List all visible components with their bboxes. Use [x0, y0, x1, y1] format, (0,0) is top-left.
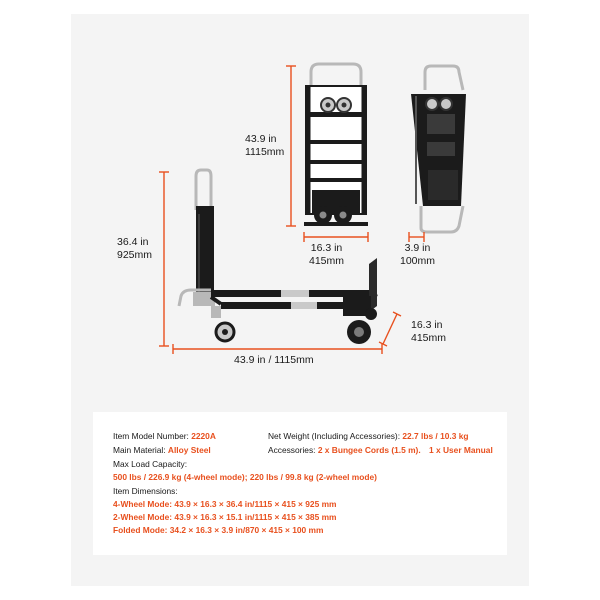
model-row: Item Model Number: 2220A — [113, 431, 216, 442]
folded-hand-truck-image — [411, 64, 466, 234]
cart-width-in: 16.3 in — [411, 319, 443, 331]
gray-panel: 43.9 in 1115mm 16.3 in 415mm 3.9 in 100m… — [71, 14, 529, 586]
folded-depth-in: 3.9 in — [404, 242, 431, 254]
folded-depth-mm: 100mm — [400, 255, 436, 267]
material-row: Main Material: Alloy Steel — [113, 445, 211, 456]
material-label: Main Material: — [113, 445, 166, 455]
folded-row: Folded Mode: 34.2 × 16.3 × 3.9 in/870 × … — [113, 525, 323, 536]
upright-width-dimension — [303, 232, 369, 242]
upright-height-label: 43.9 in 1115mm — [245, 133, 284, 159]
accessories-value: 2 x Bungee Cords (1.5 m). — [317, 445, 421, 455]
upright-height-mm: 1115mm — [245, 146, 285, 158]
capacity-value: 500 lbs / 226.9 kg (4-wheel mode); 220 l… — [113, 472, 377, 482]
folded-depth-dimension — [408, 232, 425, 242]
capacity-label: Max Load Capacity: — [113, 459, 188, 469]
weight-row: Net Weight (Including Accessories): 22.7… — [268, 431, 468, 442]
upright-hand-truck-image — [304, 62, 368, 226]
dimensions-label: Item Dimensions: — [113, 486, 178, 496]
accessories-value-manual: 1 x User Manual — [429, 445, 493, 455]
cart-width-label: 16.3 in 415mm — [411, 319, 446, 345]
cart-height-label: 36.4 in 925mm — [117, 236, 152, 262]
two-wheel-value: 43.9 × 16.3 × 15.1 in/1115 × 415 × 385 m… — [174, 512, 337, 522]
upright-width-label: 16.3 in 415mm — [309, 242, 344, 268]
cart-width-dimension — [378, 311, 402, 347]
cart-height-in: 36.4 in — [117, 236, 149, 248]
model-label: Item Model Number: — [113, 431, 189, 441]
folded-value: 34.2 × 16.3 × 3.9 in/870 × 415 × 100 mm — [169, 525, 324, 535]
upright-width-mm: 415mm — [309, 255, 345, 267]
four-wheel-label: 4-Wheel Mode: — [113, 499, 173, 509]
spec-info-box: Item Model Number: 2220A Net Weight (Inc… — [93, 412, 507, 555]
cart-width-mm: 415mm — [411, 332, 447, 344]
model-value: 2220A — [191, 431, 216, 441]
cart-length-dimension — [172, 344, 383, 354]
material-value: Alloy Steel — [167, 445, 211, 455]
accessories-label: Accessories: — [268, 445, 316, 455]
cart-length-label: 43.9 in / 1115mm — [234, 354, 314, 366]
weight-value: 22.7 lbs / 10.3 kg — [402, 431, 469, 441]
four-wheel-row: 4-Wheel Mode: 43.9 × 16.3 × 36.4 in/1115… — [113, 499, 336, 510]
upright-width-in: 16.3 in — [310, 242, 343, 254]
upright-height-in: 43.9 in — [245, 133, 277, 145]
two-wheel-row: 2-Wheel Mode: 43.9 × 16.3 × 15.1 in/1115… — [113, 512, 336, 523]
folded-label: Folded Mode: — [113, 525, 168, 535]
folded-depth-label: 3.9 in 100mm — [400, 242, 435, 268]
accessories-row: Accessories: 2 x Bungee Cords (1.5 m). 1… — [268, 445, 493, 456]
cart-height-dimension — [159, 171, 169, 347]
cart-height-mm: 925mm — [117, 249, 153, 261]
hand-truck-illustrations — [159, 62, 466, 354]
weight-label: Net Weight (Including Accessories): — [268, 431, 401, 441]
cart-mode-image — [177, 168, 378, 344]
four-wheel-value: 43.9 × 16.3 × 36.4 in/1115 × 415 × 925 m… — [174, 499, 337, 509]
upright-height-dimension — [286, 65, 296, 227]
two-wheel-label: 2-Wheel Mode: — [113, 512, 173, 522]
